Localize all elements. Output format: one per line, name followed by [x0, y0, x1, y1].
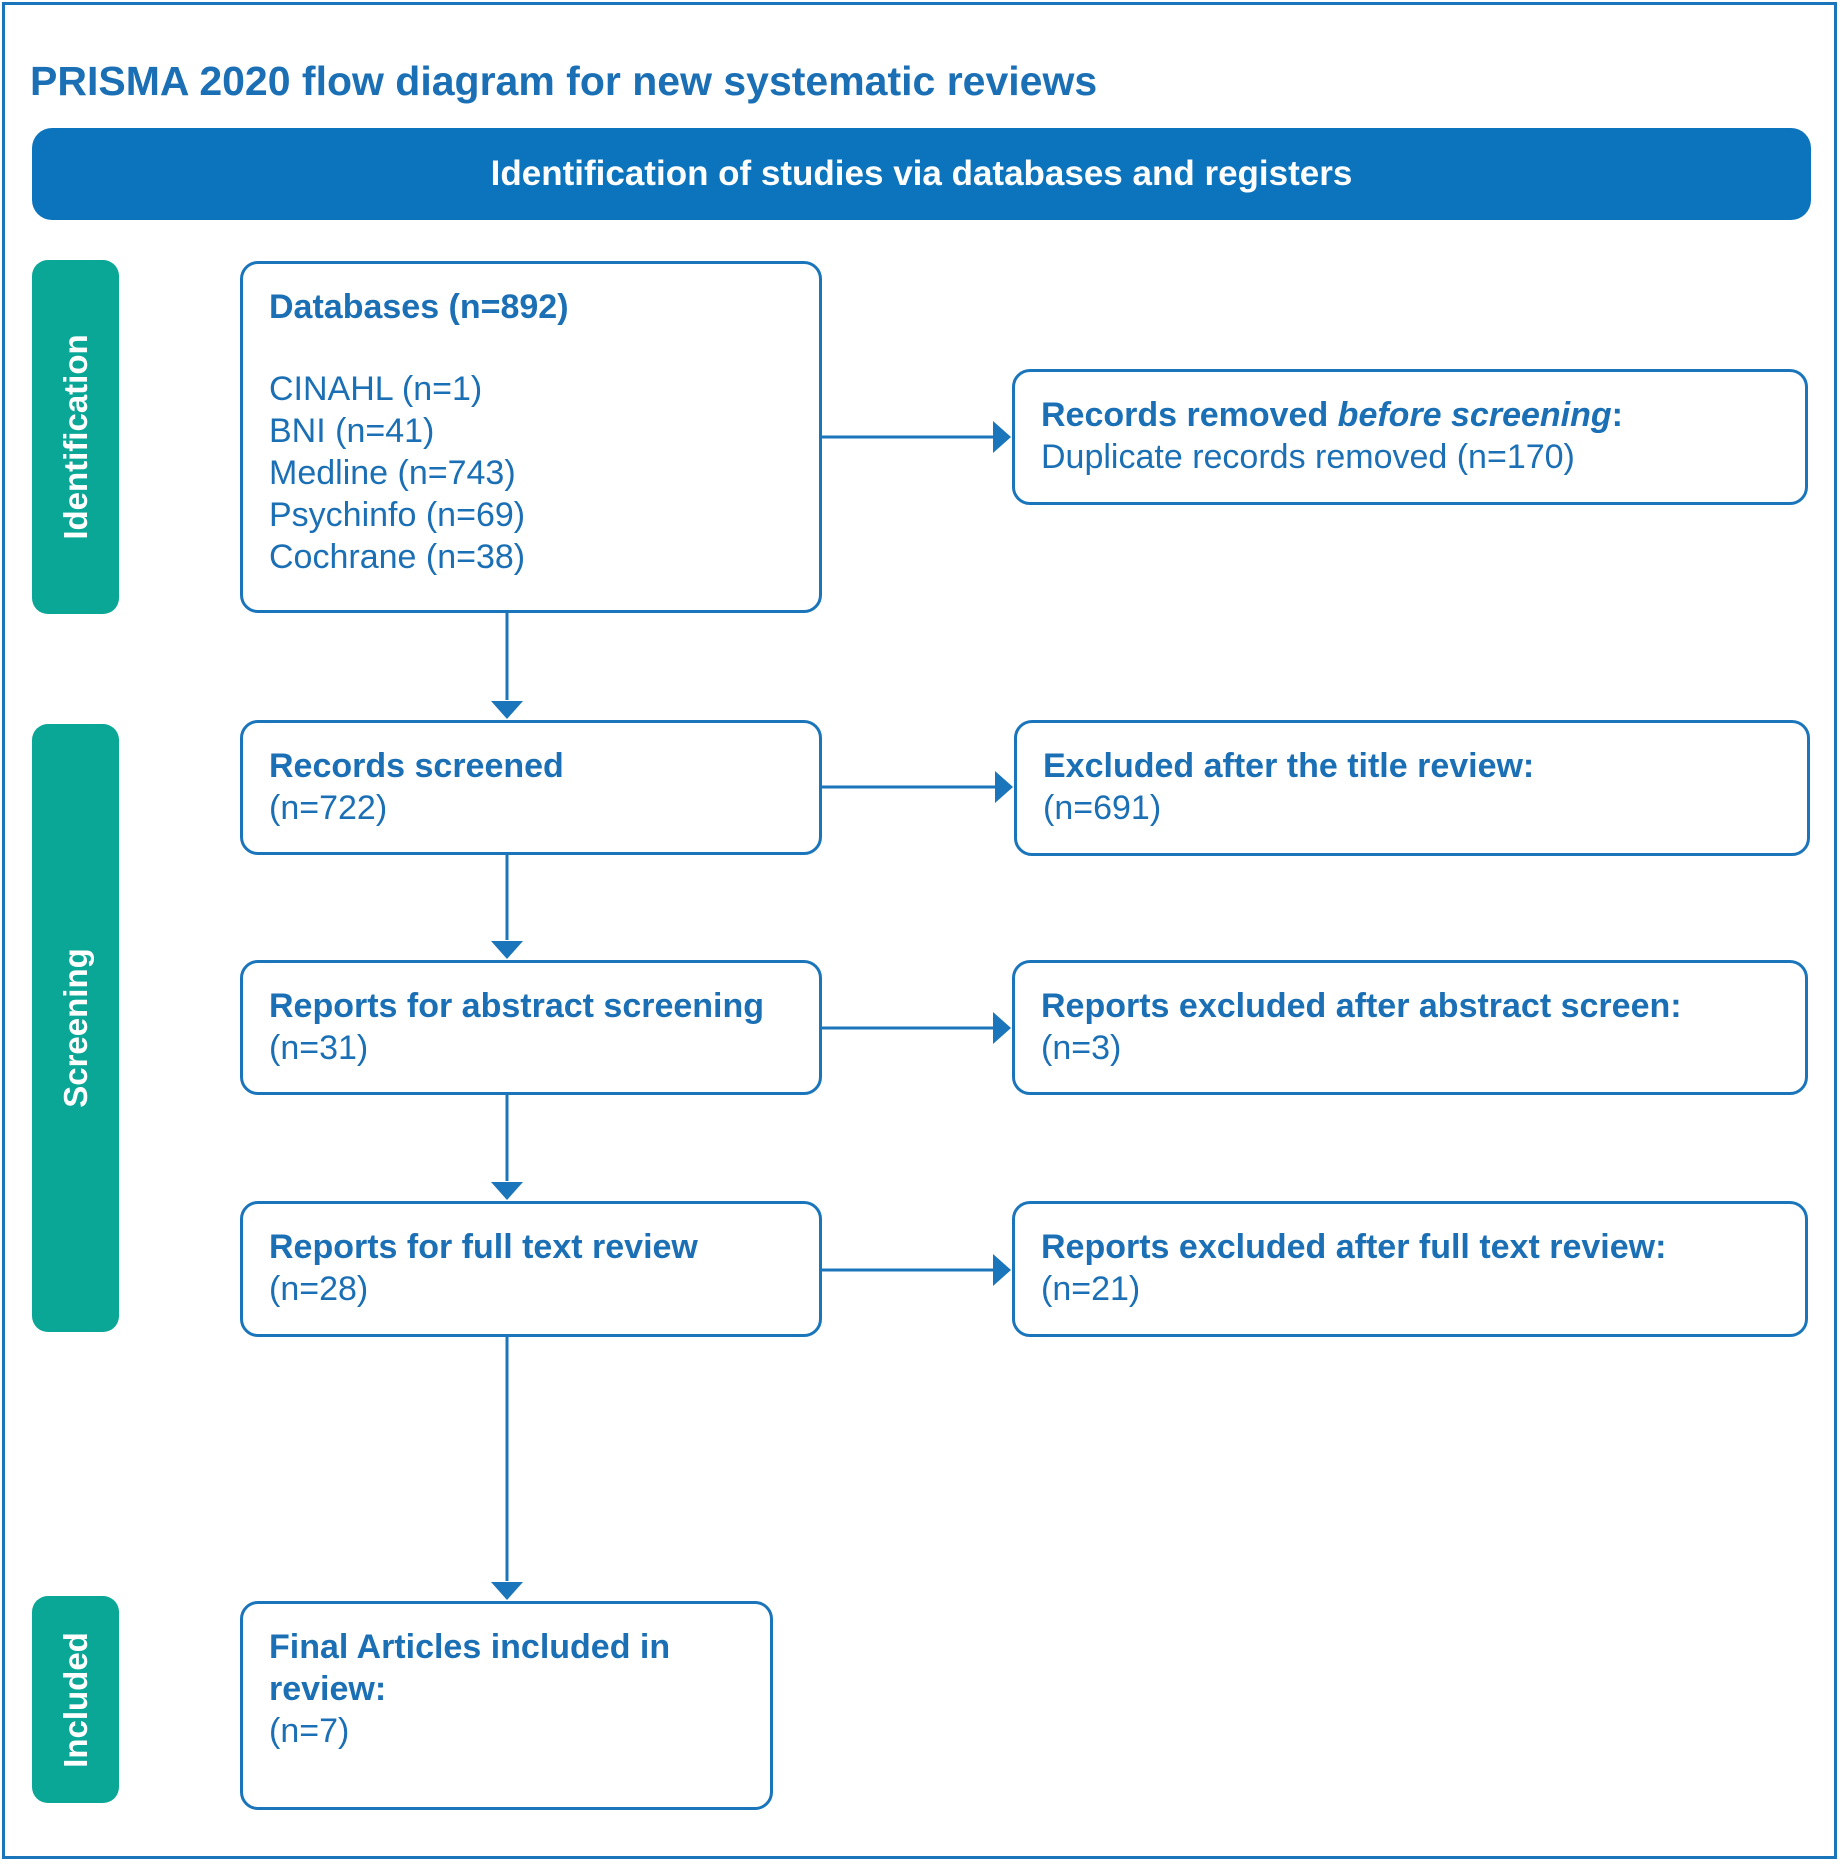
database-item: Cochrane (n=38) [269, 538, 526, 576]
arrowhead-right [995, 771, 1013, 803]
banner-label: Identification of studies via databases … [490, 154, 1353, 193]
records-removed-heading: Records removed before screening: [1041, 396, 1623, 434]
arrowhead-down [491, 1582, 523, 1600]
excluded-abstract-heading: Reports excluded after abstract screen: [1041, 987, 1682, 1025]
excluded-title-box: Excluded after the title review: (n=691) [1014, 720, 1810, 856]
excluded-full-text-box: Reports excluded after full text review:… [1012, 1201, 1808, 1337]
included-count: (n=7) [269, 1712, 350, 1750]
excluded-abstract-box: Reports excluded after abstract screen: … [1012, 960, 1808, 1095]
abstract-screening-heading: Reports for abstract screening [269, 987, 765, 1025]
excluded-full-text-heading: Reports excluded after full text review: [1041, 1228, 1667, 1266]
arrowhead-down [491, 941, 523, 959]
excluded-abstract-count: (n=3) [1041, 1029, 1122, 1067]
arrowhead-right [993, 1012, 1011, 1044]
excluded-full-text-count: (n=21) [1041, 1270, 1141, 1308]
abstract-screening-count: (n=31) [269, 1029, 369, 1067]
excluded-title-heading: Excluded after the title review: [1043, 747, 1535, 785]
records-removed-detail: Duplicate records removed (n=170) [1041, 438, 1575, 476]
full-text-count: (n=28) [269, 1270, 369, 1308]
stage-included: Included [32, 1596, 119, 1803]
database-item: Psychinfo (n=69) [269, 496, 526, 534]
full-text-heading: Reports for full text review [269, 1228, 698, 1266]
arrowhead-down [491, 701, 523, 719]
abstract-screening-box: Reports for abstract screening (n=31) [240, 960, 822, 1095]
excluded-title-count: (n=691) [1043, 789, 1162, 827]
stage-identification: Identification [32, 260, 119, 614]
arrowhead-right [993, 421, 1011, 453]
full-text-box: Reports for full text review (n=28) [240, 1201, 822, 1337]
included-box: Final Articles included in review: (n=7) [240, 1601, 773, 1810]
included-heading: Final Articles included in review: [269, 1628, 671, 1708]
databases-heading: Databases (n=892) [269, 288, 569, 326]
records-removed-box: Records removed before screening: Duplic… [1012, 369, 1808, 505]
identification-banner: Identification of studies via databases … [32, 128, 1811, 220]
database-item: Medline (n=743) [269, 454, 516, 492]
arrowhead-down [491, 1182, 523, 1200]
records-screened-box: Records screened (n=722) [240, 720, 822, 855]
diagram-title: PRISMA 2020 flow diagram for new systema… [30, 58, 1098, 104]
database-item: BNI (n=41) [269, 412, 435, 450]
records-screened-count: (n=722) [269, 789, 388, 827]
databases-box: Databases (n=892) CINAHL (n=1) BNI (n=41… [240, 261, 822, 613]
records-screened-heading: Records screened [269, 747, 564, 785]
database-item: CINAHL (n=1) [269, 370, 483, 408]
stage-screening: Screening [32, 724, 119, 1332]
arrowhead-right [993, 1254, 1011, 1286]
